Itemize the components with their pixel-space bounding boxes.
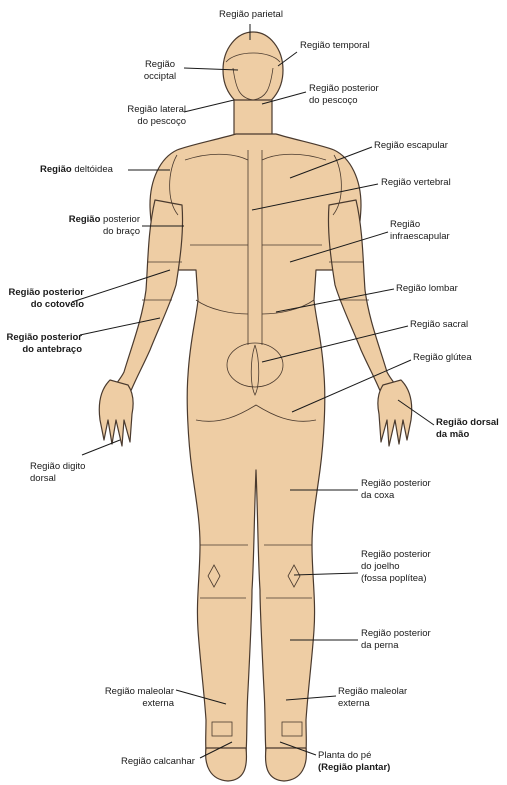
- label-regiao-parietal: Região parietal: [196, 9, 306, 21]
- label-regiao-lombar: Região lombar: [396, 283, 458, 295]
- label-regiao-sacral: Região sacral: [410, 319, 468, 331]
- label-regiao-deltoidea: Região deltóidea: [40, 164, 113, 176]
- body-silhouette: [99, 32, 411, 781]
- label-regiao-calcanhar: Região calcanhar: [121, 756, 195, 768]
- label-regiao-escapular: Região escapular: [374, 140, 448, 152]
- label-planta-do-pe: Planta do pé(Região plantar): [318, 750, 390, 774]
- label-regiao-glutea: Região glútea: [413, 352, 472, 364]
- label-regiao-temporal: Região temporal: [300, 40, 370, 52]
- label-regiao-vertebral: Região vertebral: [381, 177, 451, 189]
